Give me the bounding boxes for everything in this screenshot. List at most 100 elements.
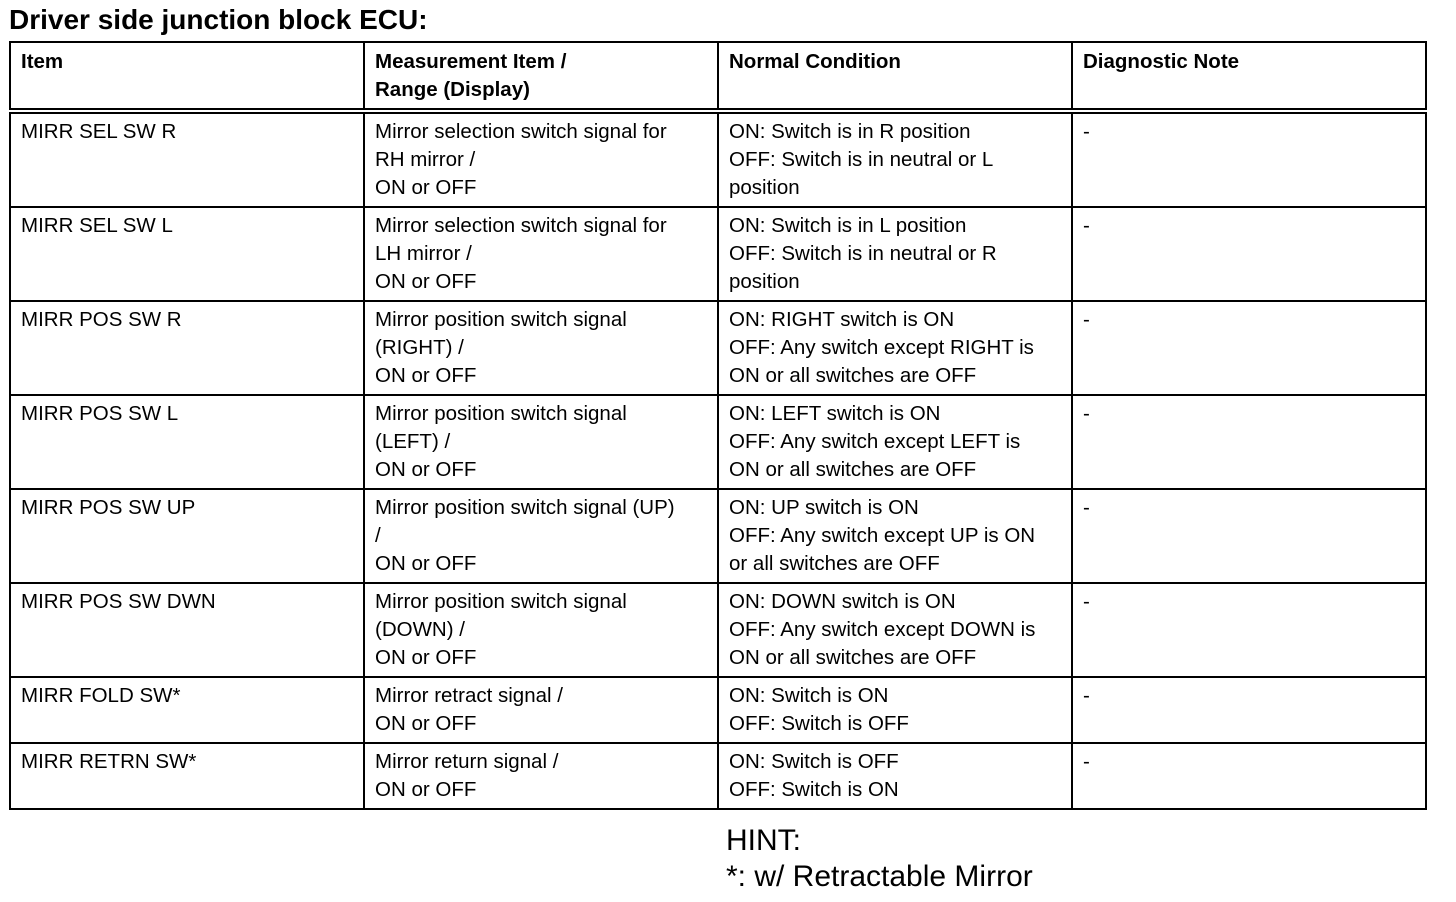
cell-diagnostic-note: -	[1071, 206, 1427, 302]
cell-line: ON: Switch is in R position	[729, 120, 971, 143]
cell-line: MIRR POS SW L	[21, 402, 179, 425]
table-header-row: Item Measurement Item / Range (Display) N…	[9, 41, 1427, 114]
cell-line: Normal Condition	[729, 50, 901, 73]
cell-line: ON or OFF	[375, 712, 477, 735]
cell-line: ON: DOWN switch is ON	[729, 590, 956, 613]
hint-label: HINT:	[726, 824, 801, 857]
cell-line: Mirror return signal /	[375, 750, 559, 773]
cell-line: ON: Switch is ON	[729, 684, 889, 707]
cell-line: Mirror selection switch signal for	[375, 214, 667, 237]
data-list-table: Item Measurement Item / Range (Display) N…	[9, 41, 1427, 810]
cell-line: OFF: Any switch except UP is ON	[729, 524, 1036, 547]
cell-line: OFF: Switch is in neutral or R	[729, 242, 997, 265]
cell-line: ON: LEFT switch is ON	[729, 402, 941, 425]
table-row: MIRR SEL SW L Mirror selection switch sig…	[9, 206, 1427, 302]
cell-line: -	[1083, 308, 1090, 331]
cell-line: position	[729, 176, 800, 199]
cell-line: Diagnostic Note	[1083, 50, 1240, 73]
cell-line: -	[1083, 590, 1090, 613]
cell-line: ON or all switches are OFF	[729, 646, 977, 669]
cell-line: OFF: Any switch except DOWN is	[729, 618, 1036, 641]
cell-diagnostic-note: -	[1071, 300, 1427, 396]
cell-line: ON or OFF	[375, 270, 477, 293]
cell-measurement: Mirror return signal / ON or OFF	[363, 742, 719, 810]
table-body: MIRR SEL SW R Mirror selection switch sig…	[9, 110, 1427, 810]
cell-line: ON or OFF	[375, 458, 477, 481]
cell-line: Measurement Item /	[375, 50, 567, 73]
cell-line: -	[1083, 214, 1090, 237]
cell-item: MIRR FOLD SW*	[9, 676, 365, 744]
table-row: MIRR SEL SW R Mirror selection switch sig…	[9, 110, 1427, 208]
cell-line: -	[1083, 750, 1090, 773]
cell-measurement: Mirror position switch signal (RIGHT) / ON…	[363, 300, 719, 396]
cell-line: OFF: Any switch except RIGHT is	[729, 336, 1034, 359]
header-measurement-item: Measurement Item / Range (Display)	[363, 41, 719, 114]
cell-line: MIRR FOLD SW*	[21, 684, 181, 707]
cell-line: ON: UP switch is ON	[729, 496, 919, 519]
hint-note: HINT: *: w/ Retractable Mirror	[726, 823, 1033, 895]
header-normal-condition: Normal Condition	[717, 41, 1073, 114]
cell-line: (LEFT) /	[375, 430, 451, 453]
table-row: MIRR FOLD SW* Mirror retract signal / ON o…	[9, 676, 1427, 744]
cell-line: -	[1083, 402, 1090, 425]
cell-diagnostic-note: -	[1071, 676, 1427, 744]
cell-diagnostic-note: -	[1071, 582, 1427, 678]
cell-line: Mirror position switch signal	[375, 590, 627, 613]
table-row: MIRR POS SW UP Mirror position switch sig…	[9, 488, 1427, 584]
cell-measurement: Mirror selection switch signal for LH mir…	[363, 206, 719, 302]
cell-diagnostic-note: -	[1071, 488, 1427, 584]
cell-line: RH mirror /	[375, 148, 476, 171]
cell-item: MIRR POS SW L	[9, 394, 365, 490]
cell-line: MIRR RETRN SW*	[21, 750, 197, 773]
cell-line: ON or OFF	[375, 364, 477, 387]
cell-line: Mirror position switch signal (UP)	[375, 496, 675, 519]
cell-line: MIRR POS SW DWN	[21, 590, 216, 613]
cell-line: (DOWN) /	[375, 618, 465, 641]
cell-line: ON: Switch is in L position	[729, 214, 967, 237]
page-title: Driver side junction block ECU:	[9, 4, 428, 35]
cell-normal-condition: ON: LEFT switch is ON OFF: Any switch exc…	[717, 394, 1073, 490]
table-row: MIRR POS SW DWN Mirror position switch si…	[9, 582, 1427, 678]
cell-item: MIRR POS SW UP	[9, 488, 365, 584]
cell-line: MIRR SEL SW R	[21, 120, 177, 143]
cell-line: Mirror position switch signal	[375, 308, 627, 331]
cell-line: MIRR POS SW UP	[21, 496, 196, 519]
cell-line: -	[1083, 684, 1090, 707]
cell-item: MIRR SEL SW R	[9, 110, 365, 208]
cell-line: ON or OFF	[375, 552, 477, 575]
cell-line: ON or OFF	[375, 176, 477, 199]
cell-line: ON or OFF	[375, 646, 477, 669]
cell-line: or all switches are OFF	[729, 552, 940, 575]
cell-item: MIRR POS SW DWN	[9, 582, 365, 678]
cell-line: OFF: Switch is ON	[729, 778, 899, 801]
cell-line: MIRR SEL SW L	[21, 214, 173, 237]
cell-line: Range (Display)	[375, 78, 530, 101]
cell-line: (RIGHT) /	[375, 336, 464, 359]
cell-normal-condition: ON: Switch is OFF OFF: Switch is ON	[717, 742, 1073, 810]
cell-line: -	[1083, 496, 1090, 519]
header-diagnostic-note: Diagnostic Note	[1071, 41, 1427, 114]
cell-line: /	[375, 524, 381, 547]
cell-line: -	[1083, 120, 1090, 143]
cell-item: MIRR SEL SW L	[9, 206, 365, 302]
cell-line: Mirror retract signal /	[375, 684, 563, 707]
cell-measurement: Mirror selection switch signal for RH mir…	[363, 110, 719, 208]
cell-diagnostic-note: -	[1071, 742, 1427, 810]
cell-line: OFF: Any switch except LEFT is	[729, 430, 1021, 453]
cell-measurement: Mirror retract signal / ON or OFF	[363, 676, 719, 744]
cell-line: ON or all switches are OFF	[729, 458, 977, 481]
cell-line: Item	[21, 50, 64, 73]
cell-line: ON: Switch is OFF	[729, 750, 899, 773]
cell-line: ON or all switches are OFF	[729, 364, 977, 387]
cell-line: Mirror selection switch signal for	[375, 120, 667, 143]
cell-line: ON or OFF	[375, 778, 477, 801]
cell-diagnostic-note: -	[1071, 110, 1427, 208]
cell-line: LH mirror /	[375, 242, 472, 265]
cell-line: position	[729, 270, 800, 293]
